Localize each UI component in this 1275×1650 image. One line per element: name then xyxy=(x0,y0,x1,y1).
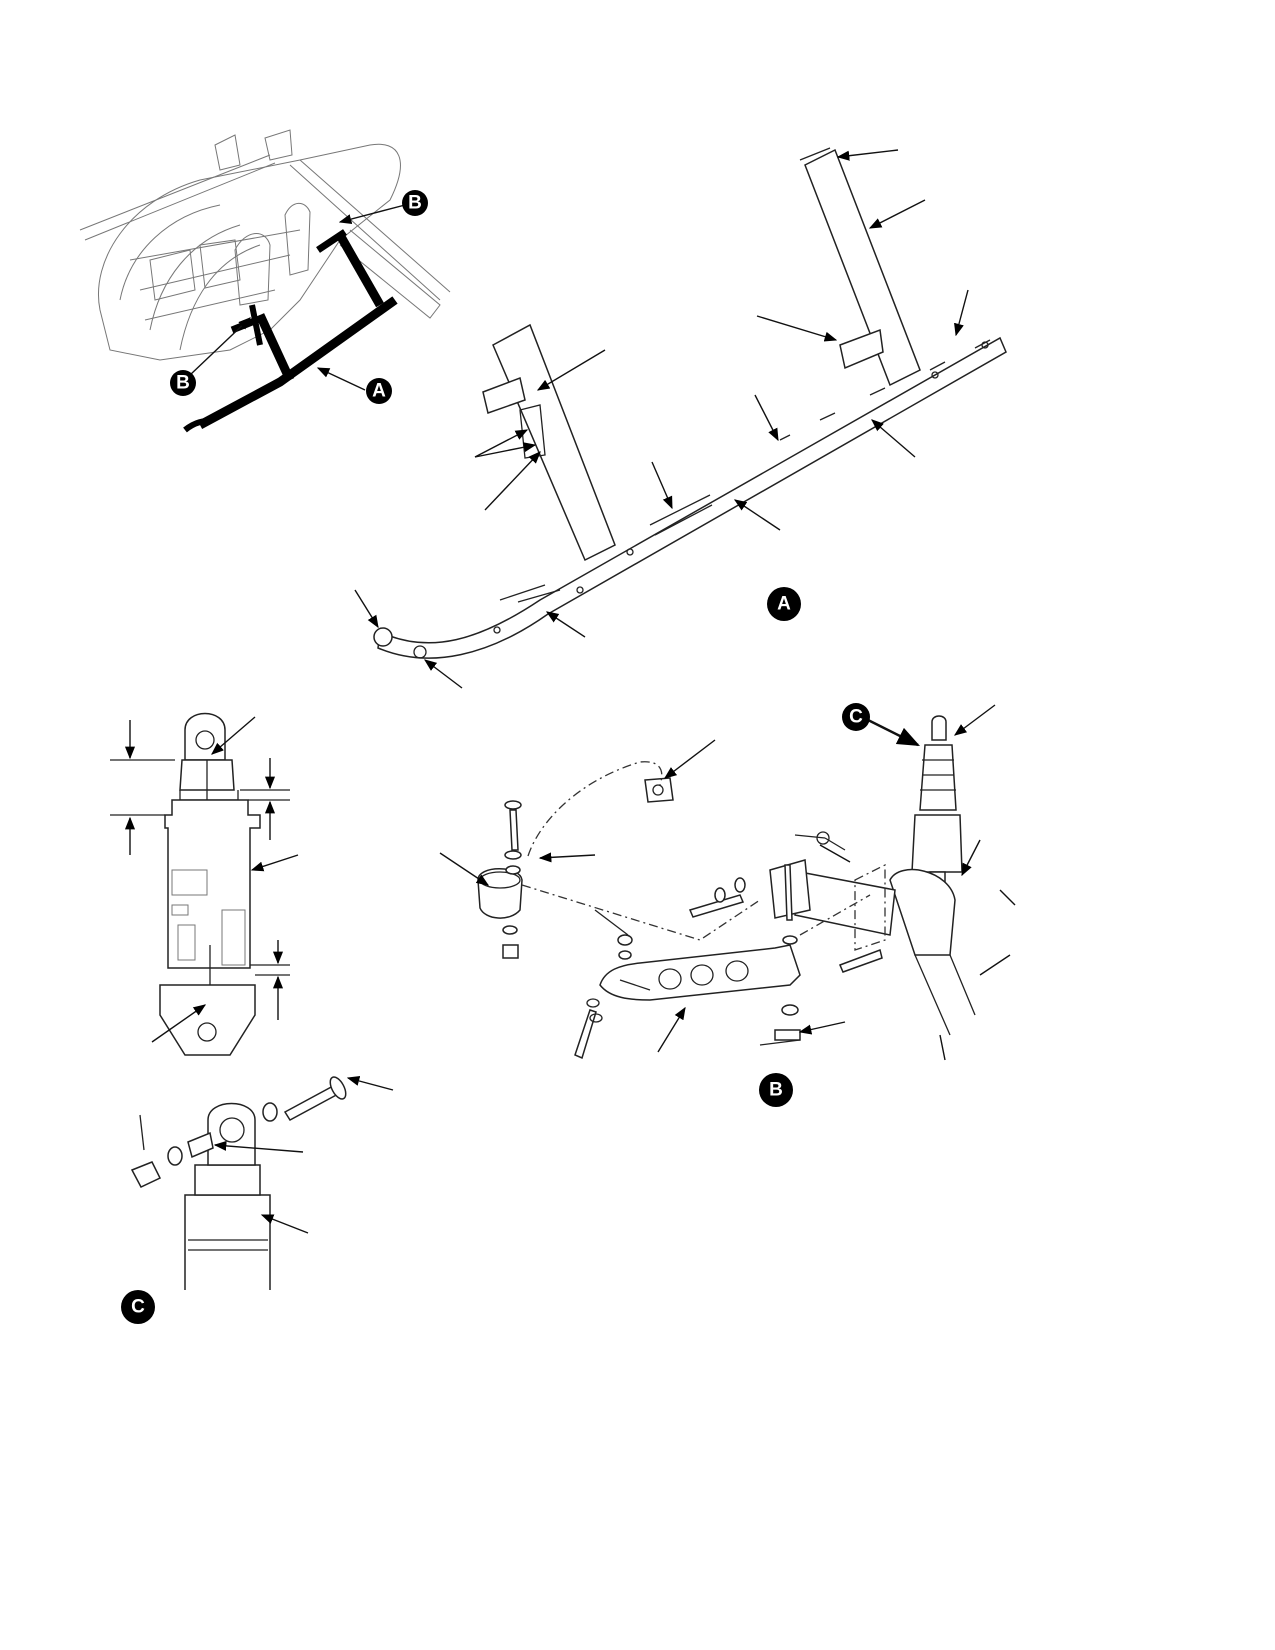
callout-a-overview: A xyxy=(366,378,392,404)
svg-text:B: B xyxy=(176,373,190,394)
callout-a-detail: A xyxy=(767,587,801,621)
svg-text:B: B xyxy=(769,1080,783,1101)
callout-c-detail: C xyxy=(121,1290,155,1324)
helicopter-overview xyxy=(79,129,451,433)
callout-c-on-b: C xyxy=(842,703,921,747)
detail-damper-dimensions xyxy=(110,712,299,1056)
detail-a-skid-assembly xyxy=(354,147,1007,689)
detail-c-rod-end xyxy=(130,1076,394,1290)
svg-text:A: A xyxy=(777,594,791,615)
detail-b-attach-fittings xyxy=(439,704,1016,1061)
svg-text:B: B xyxy=(408,193,422,214)
svg-text:A: A xyxy=(372,381,386,402)
svg-text:C: C xyxy=(131,1297,145,1318)
callout-b-detail: B xyxy=(759,1073,793,1107)
callout-b-upper: B xyxy=(402,190,428,216)
callout-b-lower: B xyxy=(170,370,196,396)
svg-text:C: C xyxy=(849,707,863,728)
